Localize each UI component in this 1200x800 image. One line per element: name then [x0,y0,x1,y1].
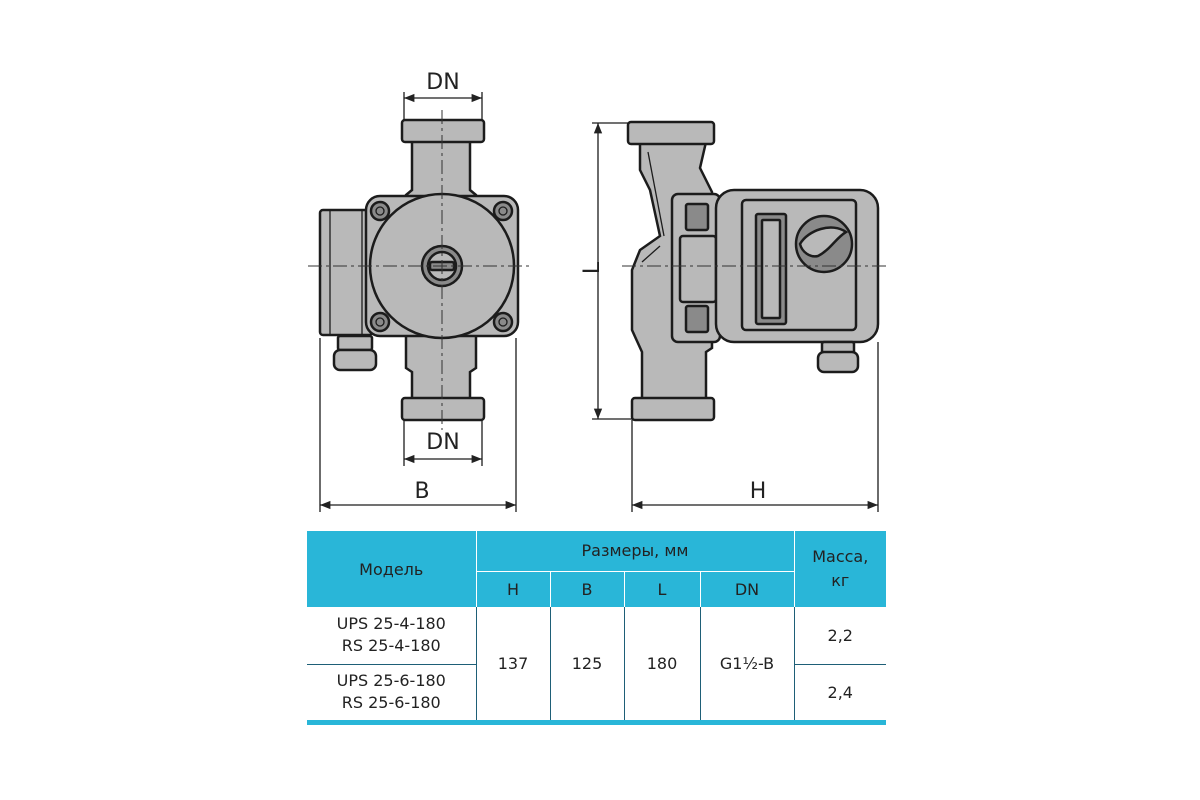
table-row: UPS 25-4-180 RS 25-4-180 137 125 180 G1½… [307,607,886,722]
front-top-flange [400,118,486,144]
dim-label-dn-top: DN [426,70,459,95]
specification-table: Модель Размеры, мм Масса, кг H B L DN UP… [307,531,886,725]
side-bottom-flange [630,396,716,422]
header-model: Модель [307,531,476,607]
cell-mass: 2,2 [793,607,886,664]
header-col-dn: DN [699,570,794,607]
header-col-h: H [475,570,550,607]
cell-dn: G1½-B [699,607,794,722]
table-row: UPS 25-6-180 RS 25-6-180 2,4 [307,663,886,722]
cell-model: UPS 25-6-180 RS 25-6-180 [307,663,476,722]
front-terminal-box [318,208,374,337]
header-col-l: L [623,570,700,607]
front-cable-gland [336,334,374,352]
cell-model: UPS 25-4-180 RS 25-4-180 [336,614,446,656]
dim-label-dn-bottom: DN [426,430,459,455]
cell-l: 180 [623,607,700,722]
cell-b: 125 [549,607,624,722]
header-dimensions: Размеры, мм [475,531,794,571]
cell-mass: 2,4 [793,663,886,722]
dim-label-l: L [580,261,605,274]
front-bottom-flange [400,396,486,422]
side-view [592,120,888,512]
side-top-flange [626,120,716,146]
dim-label-b: B [414,479,429,504]
front-bolts [369,200,514,333]
dim-label-h: H [750,479,767,504]
front-view [308,92,530,512]
cell-h: 137 [475,607,550,722]
header-col-b: B [549,570,624,607]
pump-technical-drawing: DN DN B L H [308,70,888,512]
header-mass: Масса, кг [793,531,886,607]
